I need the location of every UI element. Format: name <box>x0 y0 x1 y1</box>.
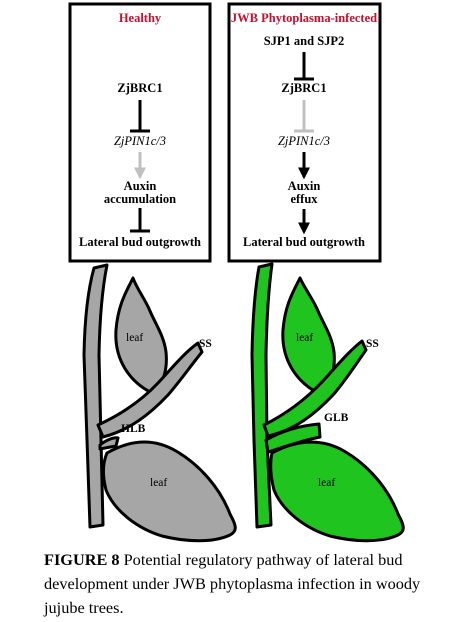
infected-leaf-bottom-label: leaf <box>318 477 335 489</box>
healthy-bud-label: HLB <box>121 423 146 435</box>
inhibit-arrow-icon <box>130 100 150 133</box>
lateral-bud <box>264 422 322 454</box>
healthy-regulator: ZjBRC1 <box>117 81 162 95</box>
infected-leaf-top-label: leaf <box>296 332 313 344</box>
infected-panel: JWB Phytoplasma-infected SJP1 and SJP2 Z… <box>227 2 382 263</box>
healthy-panel-frame <box>68 2 212 263</box>
healthy-panel: Healthy ZjBRC1 ZjPIN1c/3 Auxin accumulat… <box>68 2 212 263</box>
main-stem <box>82 263 109 529</box>
healthy-auxin-line1: Auxin <box>124 179 157 193</box>
infected-auxin-line2: effux <box>290 192 318 206</box>
infected-outcome: Lateral bud outgrowth <box>243 235 365 249</box>
leaf-top <box>114 276 168 395</box>
healthy-leaf-top-label: leaf <box>126 332 143 344</box>
main-stem <box>250 262 274 529</box>
healthy-shoot-label: SS <box>199 338 212 350</box>
infected-effectors: SJP1 and SJP2 <box>264 34 345 48</box>
caption-text: Potential regulatory pathway of lateral … <box>44 550 421 617</box>
leaf-bottom <box>269 440 405 543</box>
infected-plant-labels: leaf leaf SS GLB <box>296 332 379 489</box>
leaf-bottom <box>102 440 237 543</box>
healthy-plant-labels: leaf leaf SS HLB <box>121 332 212 489</box>
infected-title: JWB Phytoplasma-infected <box>231 11 377 25</box>
healthy-plant <box>82 263 237 543</box>
inhibit-arrow-icon <box>130 208 150 233</box>
infected-regulator: ZjBRC1 <box>281 81 326 95</box>
inhibit-arrow-icon <box>294 52 314 81</box>
side-shoot <box>96 341 204 439</box>
infected-panel-frame <box>227 2 382 263</box>
side-shoot <box>262 339 368 438</box>
healthy-title: Healthy <box>119 11 162 25</box>
healthy-outcome: Lateral bud outgrowth <box>79 235 201 249</box>
healthy-leaf-bottom-label: leaf <box>150 477 167 489</box>
caption-label: FIGURE 8 <box>44 550 120 569</box>
infected-bud-label: GLB <box>324 412 349 424</box>
lateral-bud <box>98 436 120 451</box>
infected-plant <box>250 262 405 543</box>
infected-gene: ZjPIN1c/3 <box>278 134 330 148</box>
infected-shoot-label: SS <box>366 338 379 350</box>
healthy-gene: ZjPIN1c/3 <box>114 134 166 148</box>
leaf-top <box>281 276 336 395</box>
figure-caption: FIGURE 8 Potential regulatory pathway of… <box>44 548 460 620</box>
healthy-auxin-line2: accumulation <box>104 192 176 206</box>
faded-inhibit-arrow-icon <box>294 100 314 133</box>
infected-auxin-line1: Auxin <box>288 179 321 193</box>
